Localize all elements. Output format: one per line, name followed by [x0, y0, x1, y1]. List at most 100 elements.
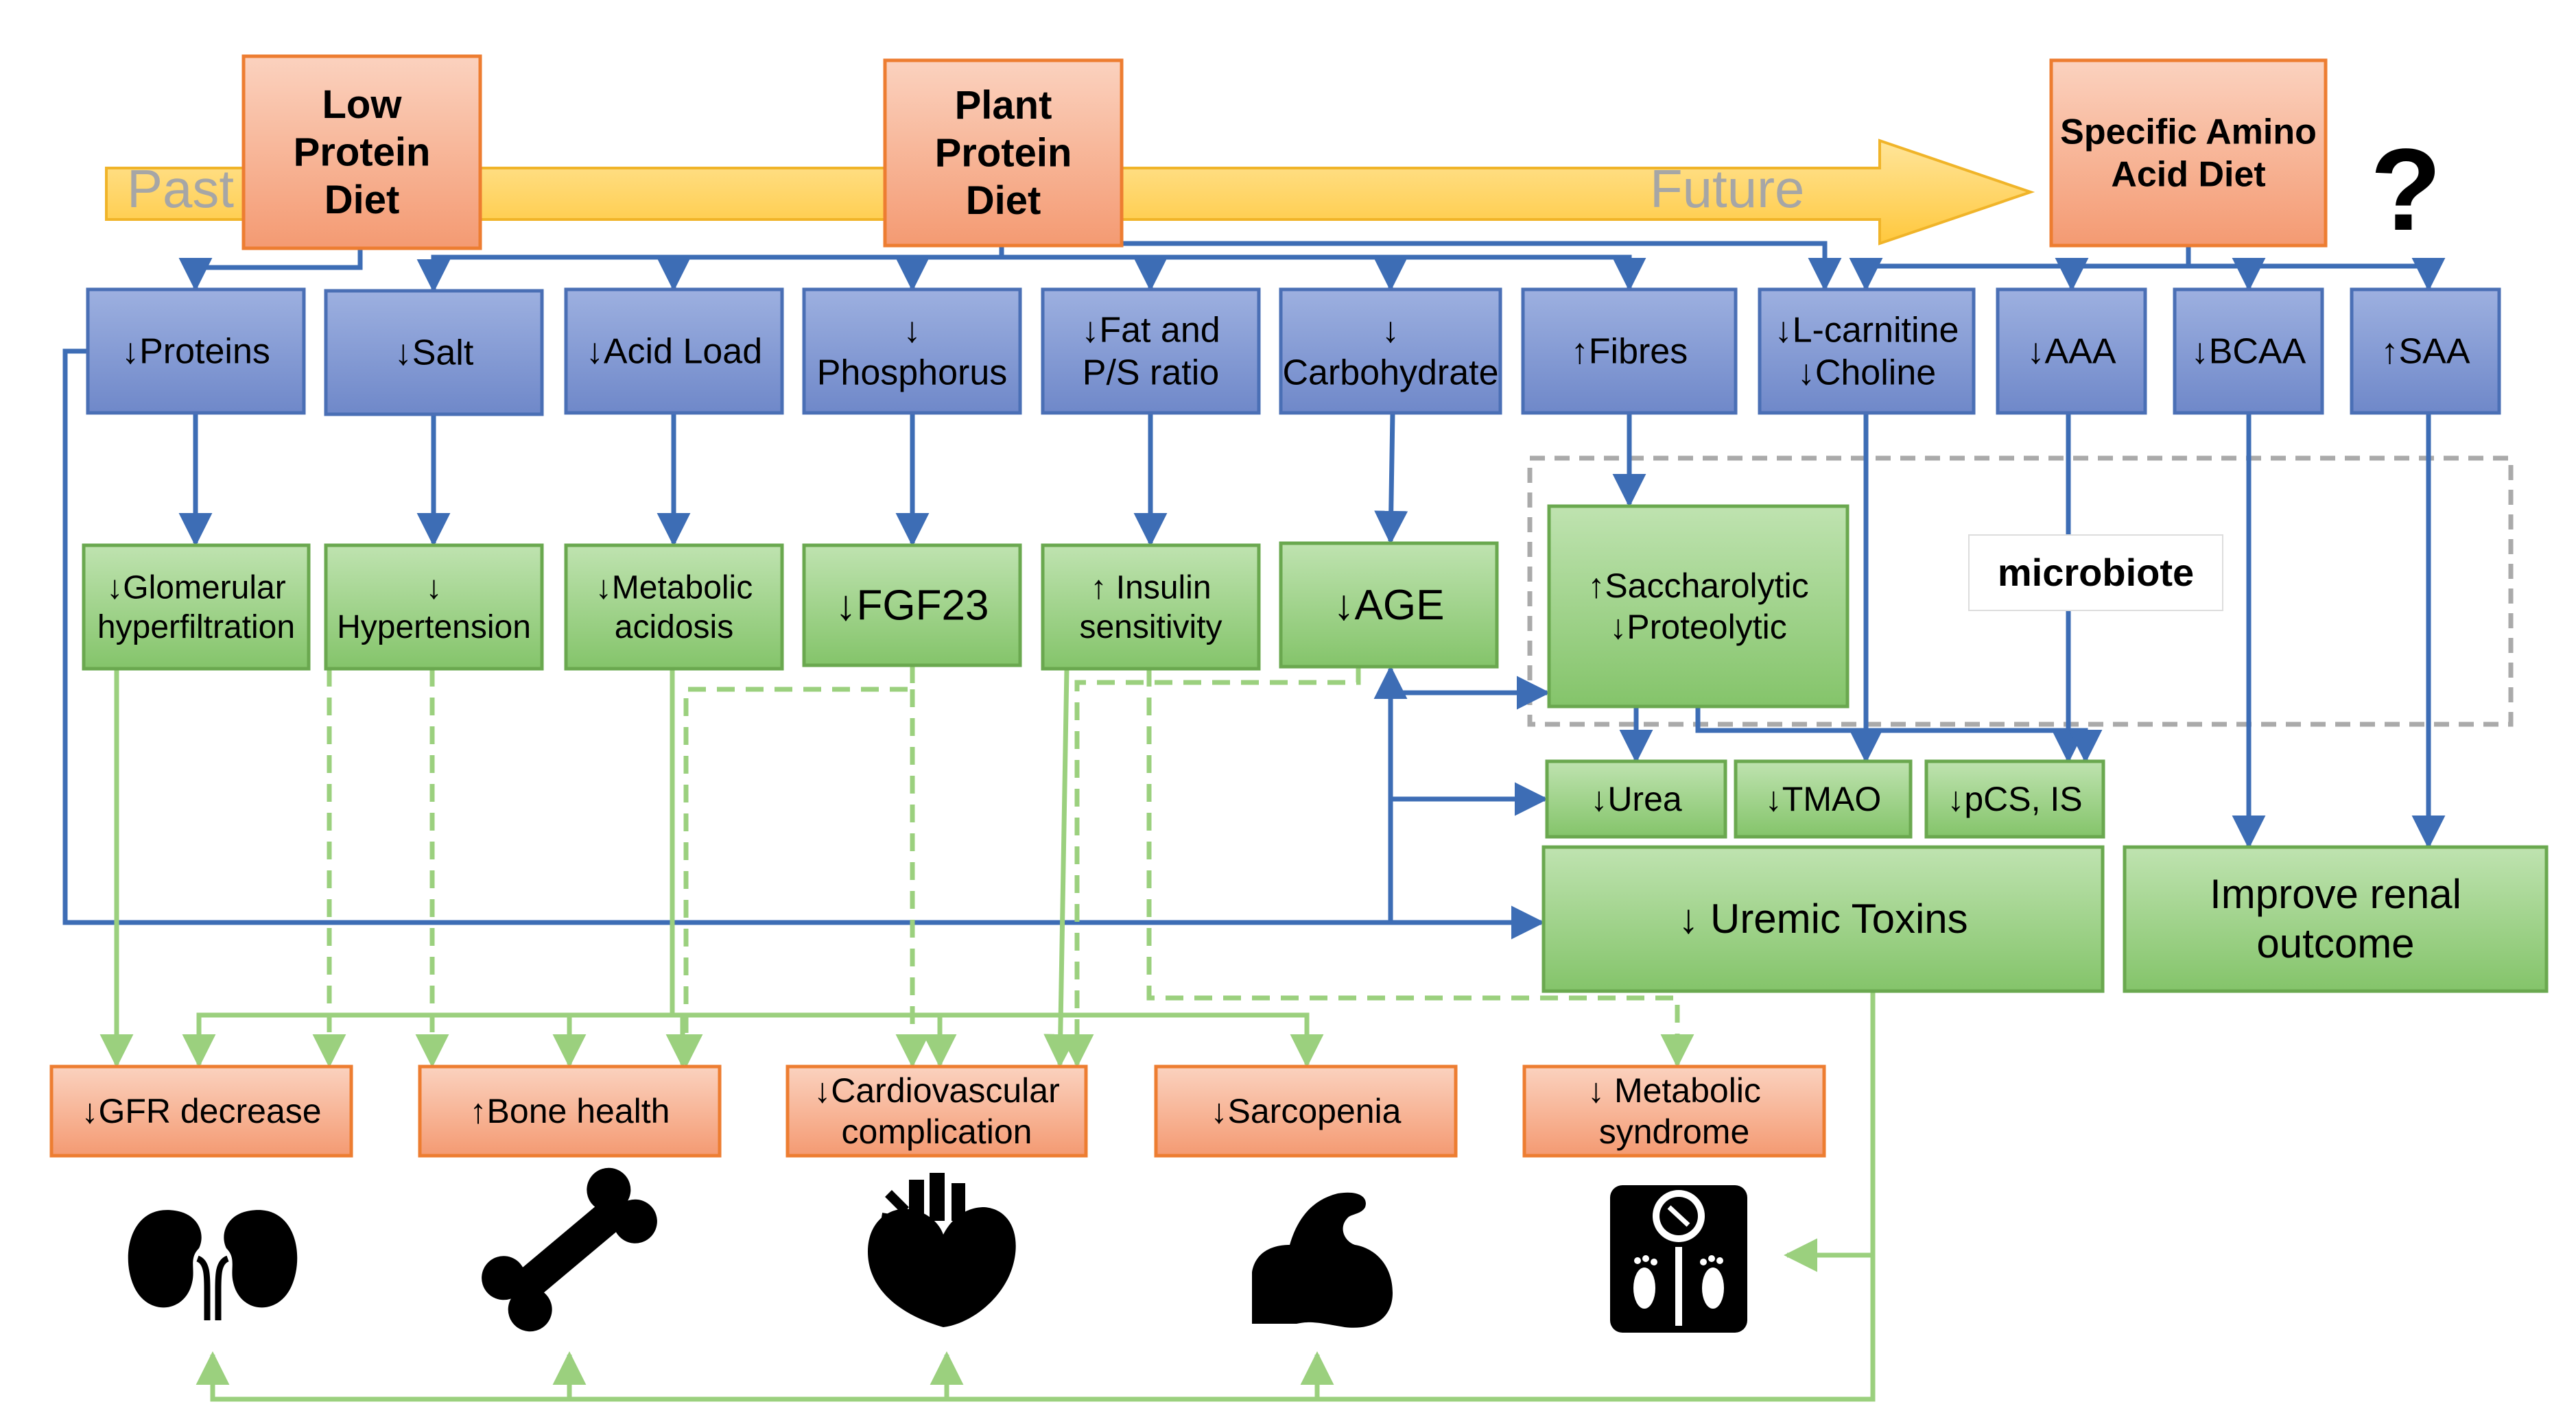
effect-saccharolytic-proteolytic: ↑Saccharolytic↓Proteolytic [1547, 504, 1850, 709]
component-salt-label: ↓Salt [394, 333, 474, 372]
effect-metabolic-acidosis-label: acidosis [615, 609, 733, 645]
plant-to-fibres [1002, 254, 1646, 291]
outcome-improve-renal-label: outcome [2256, 920, 2414, 966]
microbiote-label: microbiote [1968, 534, 2223, 611]
component-acid-load-label: ↓Acid Load [586, 331, 762, 371]
component-carnitine-choline-label: ↓Choline [1797, 353, 1936, 393]
effect-hypertension-label: Hypertension [337, 609, 531, 645]
toxin-urea-label: ↓Urea [1590, 780, 1682, 818]
outcome-cardiovascular-label: ↓Cardiovascular [814, 1071, 1059, 1110]
diet-specific-amino-acid-label: Specific Amino [2060, 112, 2317, 152]
effect-age: ↓AGE [1279, 541, 1499, 669]
component-carbohydrate: ↓Carbohydrate [1279, 287, 1502, 415]
outcome-improve-renal-label: Improve renal [2210, 871, 2461, 917]
weight-scale-icon [1610, 1185, 1747, 1333]
age-to-cardio [1060, 667, 1361, 1068]
diet-low-protein-label: Protein [294, 130, 431, 174]
toxin-tmao-label: ↓TMAO [1765, 780, 1881, 818]
acidosis-to-sarcopenia [940, 1012, 1324, 1068]
acidosis-to-gfr [182, 669, 675, 1068]
effect-glomerular-hyperfiltration-label: ↓Glomerular [106, 569, 285, 606]
outcome-bone-health-label: ↑Bone health [470, 1092, 670, 1130]
component-fibres: ↑Fibres [1521, 287, 1738, 415]
bone-icon [482, 1167, 657, 1332]
outcome-bone-health: ↑Bone health [418, 1064, 722, 1158]
timeline-past-label: Past [127, 158, 234, 219]
component-phosphorus: ↓Phosphorus [802, 287, 1022, 415]
specific-to-saa [2188, 257, 2446, 291]
question-mark: ? [2370, 125, 2442, 255]
toxin-uremic-toxins-label: ↓ Uremic Toxins [1678, 896, 1968, 942]
toxin-tmao: ↓TMAO [1734, 759, 1913, 839]
outcome-metabolic-syndrome-label: ↓ Metabolic [1587, 1071, 1761, 1110]
microbiote-region [1527, 455, 2514, 727]
component-proteins: ↓Proteins [86, 287, 306, 415]
diet-plant-protein-label: Protein [935, 130, 1072, 175]
effect-saccharolytic-proteolytic-label: ↑Saccharolytic [1587, 567, 1808, 605]
diet-low-protein-label: Diet [324, 178, 400, 222]
effect-hypertension: ↓Hypertension [324, 543, 544, 671]
timeline-future-label: Future [1650, 158, 1804, 219]
diet-plant-protein-label: Diet [966, 178, 1041, 223]
heart-icon [868, 1173, 1016, 1327]
component-aaa-label: ↓AAA [2026, 331, 2116, 371]
outcome-gfr-decrease: ↓GFR decrease [49, 1064, 353, 1158]
component-carbohydrate-label: Carbohydrate [1282, 353, 1498, 393]
insulin-to-metabolic [1146, 669, 1694, 1068]
effect-fgf23: ↓FGF23 [802, 543, 1022, 667]
effect-hypertension-label: ↓ [426, 569, 442, 606]
effect-age-label: ↓AGE [1334, 582, 1445, 629]
component-salt: ↓Salt [324, 289, 544, 416]
component-acid-load: ↓Acid Load [564, 287, 784, 415]
component-aaa: ↓AAA [1996, 287, 2147, 415]
outcome-sarcopenia: ↓Sarcopenia [1154, 1064, 1458, 1158]
component-carnitine-choline: ↓L-carnitine↓Choline [1758, 287, 1976, 415]
toxin-uremic-toxins: ↓ Uremic Toxins [1541, 845, 2105, 993]
microbiote-label-label: microbiote [1998, 551, 2194, 594]
effect-fgf23-label: ↓FGF23 [836, 582, 989, 629]
component-phosphorus-label: ↓ [903, 310, 921, 350]
carbohydrate-to-age [1374, 412, 1408, 545]
specific-to-carnitine [1849, 246, 2191, 291]
effect-saccharolytic-proteolytic-label: ↓Proteolytic [1609, 608, 1786, 646]
component-fat-ps-ratio-label: P/S ratio [1083, 353, 1219, 393]
insulin-to-cardio [1043, 668, 1078, 1068]
diet-low-protein-label: Low [322, 82, 403, 127]
saccharolytic-to-pcs [1695, 706, 2103, 763]
component-phosphorus-label: Phosphorus [817, 353, 1008, 393]
component-carbohydrate-label: ↓ [1382, 310, 1399, 350]
toxin-pcs-is: ↓pCS, IS [1924, 759, 2105, 839]
effect-insulin-sensitivity-label: ↑ Insulin [1090, 569, 1211, 606]
diet-plant-protein-label: Plant [955, 83, 1052, 128]
outcome-cardiovascular-label: complication [842, 1112, 1032, 1151]
effect-glomerular-hyperfiltration-label: hyperfiltration [97, 609, 295, 645]
component-bcaa-label: ↓BCAA [2191, 331, 2306, 371]
component-proteins-label: ↓Proteins [121, 331, 270, 371]
outcome-gfr-decrease-label: ↓GFR decrease [81, 1092, 321, 1130]
component-carnitine-choline-label: ↓L-carnitine [1775, 310, 1959, 350]
component-fibres-label: ↑Fibres [1571, 331, 1688, 371]
component-bcaa: ↓BCAA [2173, 287, 2324, 415]
muscle-arm-icon [1252, 1192, 1393, 1328]
plant-to-carnitine [1122, 241, 1842, 291]
uremic-to-kidney [196, 991, 1876, 1402]
low-protein-to-proteins [178, 248, 363, 291]
toxin-urea: ↓Urea [1545, 759, 1727, 839]
kidney-icon [128, 1210, 298, 1320]
diet-specific-amino-acid-label: Acid Diet [2111, 155, 2265, 195]
component-fat-ps-ratio-label: ↓Fat and [1081, 310, 1220, 350]
proteins-to-uremic [62, 348, 1545, 940]
acidosis-to-bone [665, 1012, 700, 1068]
component-saa-label: ↑SAA [2380, 331, 2470, 371]
